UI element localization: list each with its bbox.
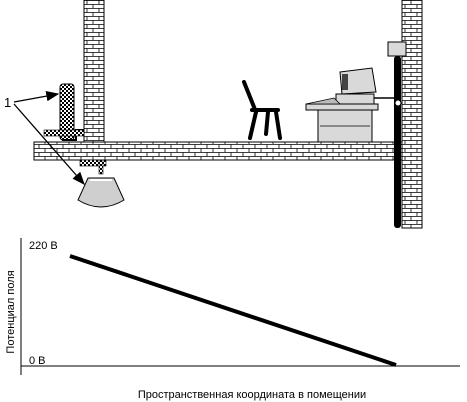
y-tick-min: 0 В — [29, 355, 46, 367]
y-tick-max: 220 В — [29, 240, 58, 252]
x-axis-title: Пространственная координата в помещении — [138, 389, 366, 401]
desk-top — [305, 103, 379, 111]
callout-label: 1 — [4, 95, 11, 110]
lamp-mount — [79, 159, 107, 167]
potential-line — [69, 254, 397, 367]
left-brick-wall — [83, 0, 105, 143]
potential-graph: Потенциал поля 220 В 0 В Пространственна… — [5, 238, 460, 401]
desk — [305, 103, 379, 143]
lamp-cord — [98, 159, 104, 175]
ground-conductor — [387, 41, 407, 228]
plot-layer — [69, 254, 397, 367]
system-unit — [335, 93, 375, 105]
ground-contact — [394, 99, 402, 107]
monitor — [339, 67, 377, 95]
radiator-base — [43, 129, 85, 137]
computer — [305, 67, 402, 107]
y-axis-title: Потенциал поля — [5, 270, 17, 353]
right-brick-wall — [401, 0, 423, 229]
conductor-box — [387, 41, 407, 57]
floor-slab — [33, 141, 403, 161]
keyboard — [305, 97, 341, 105]
ceiling-lamp — [77, 159, 125, 208]
chair — [242, 80, 282, 140]
conductor-pipe — [394, 56, 401, 228]
building — [33, 0, 423, 229]
callout-1: 1 — [4, 90, 85, 185]
callout-arrow-radiator — [13, 90, 60, 103]
lamp-shade — [77, 177, 125, 208]
radiator — [43, 83, 85, 141]
callout-arrow-lamp — [13, 103, 85, 185]
